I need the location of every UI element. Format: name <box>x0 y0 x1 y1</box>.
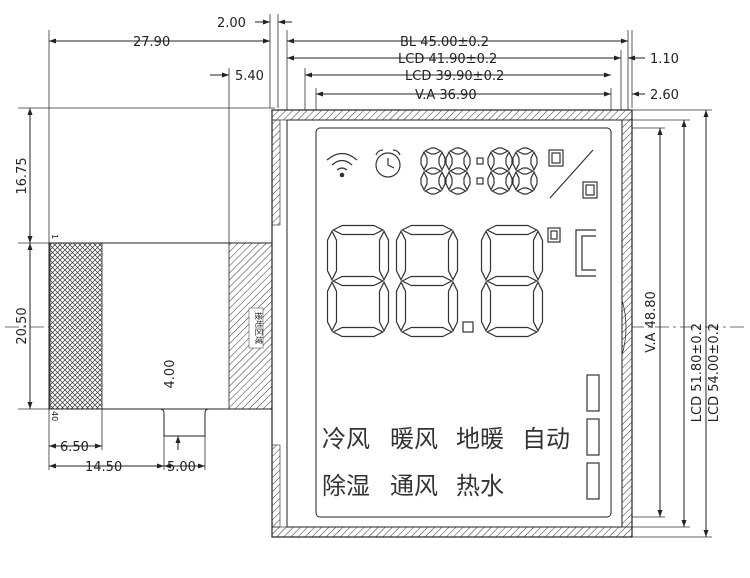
dim-bl-width: BL 45.00±0.2 <box>400 35 489 50</box>
pin-first-label: 1 <box>50 234 59 239</box>
clock-digits <box>420 147 538 195</box>
lcd-panel <box>271 109 633 538</box>
seven-segment-digit <box>326 224 390 338</box>
dim-w-27-90: 27.90 <box>133 35 170 50</box>
dim-va-width: V.A 36.90 <box>415 88 477 103</box>
mode-labels: 冷风 暖风 地暖 自动 除湿 通风 热水 <box>322 425 570 500</box>
dimension-labels: 2.00 27.90 5.40 BL 45.00±0.2 LCD 41.90±0… <box>15 16 722 475</box>
dim-h-16-75: 16.75 <box>15 157 30 194</box>
dim-w-2-00: 2.00 <box>217 16 246 31</box>
dim-lcd-outer-height: LCD 51.80±0.2 <box>690 323 705 422</box>
seven-segment-digit <box>445 147 471 195</box>
seven-segment-digit <box>395 224 459 338</box>
pin-last-label: 40 <box>50 411 59 421</box>
fpc-contact-area <box>49 242 103 410</box>
dimension-lines-top <box>49 19 645 97</box>
fpc-tail: 接地区域 1 40 <box>48 234 290 437</box>
mode-cold-wind: 冷风 <box>322 425 370 453</box>
main-digits <box>326 224 544 338</box>
dim-w-14-50: 14.50 <box>85 460 122 475</box>
mode-hot-water: 热水 <box>456 472 504 500</box>
dim-lcd-inner-width: LCD 39.90±0.2 <box>405 69 504 84</box>
alarm-clock-icon <box>375 149 401 178</box>
viewing-area-outline <box>315 127 612 518</box>
dim-w-2-60: 2.60 <box>650 88 679 103</box>
seven-segment-digit <box>512 147 538 195</box>
clock-colon <box>476 157 484 185</box>
mode-floor-heating: 地暖 <box>456 425 504 453</box>
dim-w-6-50: 6.50 <box>60 440 89 455</box>
wifi-icon <box>326 152 358 178</box>
dim-lcd-inner-height: LCD 54.00±0.2 <box>707 323 722 422</box>
dim-w-5-40: 5.40 <box>235 69 264 84</box>
ground-area-label: 接地区域 <box>254 312 264 344</box>
seven-segment-digit <box>420 147 446 195</box>
seven-segment-digit <box>487 147 513 195</box>
decimal-point <box>462 321 474 333</box>
dim-w-1-10: 1.10 <box>650 52 679 67</box>
dim-va-height: V.A 48.80 <box>644 291 659 353</box>
dim-w-5-00: 5.00 <box>167 460 196 475</box>
celsius-symbol <box>547 227 596 277</box>
percent-symbol <box>548 149 598 199</box>
dim-h-4-00: 4.00 <box>163 360 178 389</box>
mode-ventilation: 通风 <box>390 472 438 500</box>
level-bars <box>586 374 600 500</box>
dim-lcd-outer-width: LCD 41.90±0.2 <box>398 52 497 67</box>
seven-segment-digit <box>480 224 544 338</box>
mode-auto: 自动 <box>522 425 570 453</box>
dim-h-20-50: 20.50 <box>15 307 30 344</box>
mode-warm-wind: 暖风 <box>390 425 438 453</box>
lcd-outer-outline <box>286 119 623 528</box>
mode-dehumidify: 除湿 <box>322 472 370 500</box>
